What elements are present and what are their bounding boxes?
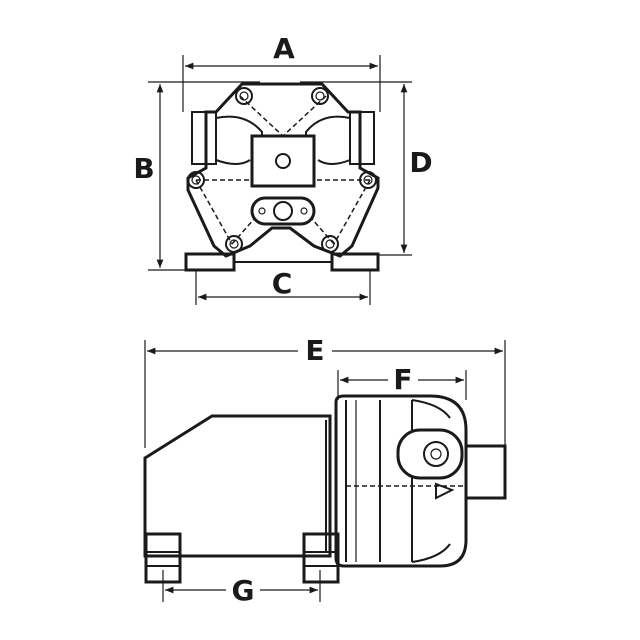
dimension-label-f: F xyxy=(393,363,412,396)
dimension-g: G xyxy=(165,574,318,607)
dimension-b: B xyxy=(133,83,164,268)
dimension-label-c: C xyxy=(272,267,293,300)
dimension-e: E xyxy=(147,334,503,367)
side-pump-body xyxy=(143,394,507,584)
dimension-a: A xyxy=(185,32,378,70)
dimension-label-a: A xyxy=(273,32,295,65)
dimension-label-d: D xyxy=(409,146,432,179)
dimension-f: F xyxy=(340,363,464,396)
front-view: A B D C xyxy=(133,32,433,305)
dimension-d: D xyxy=(400,83,433,253)
dimension-label-b: B xyxy=(133,152,154,185)
front-pump-body xyxy=(184,82,380,272)
dimension-label-g: G xyxy=(232,574,255,607)
dimension-c: C xyxy=(198,267,368,301)
side-view: E F G xyxy=(143,334,507,607)
dimension-label-e: E xyxy=(305,334,324,367)
